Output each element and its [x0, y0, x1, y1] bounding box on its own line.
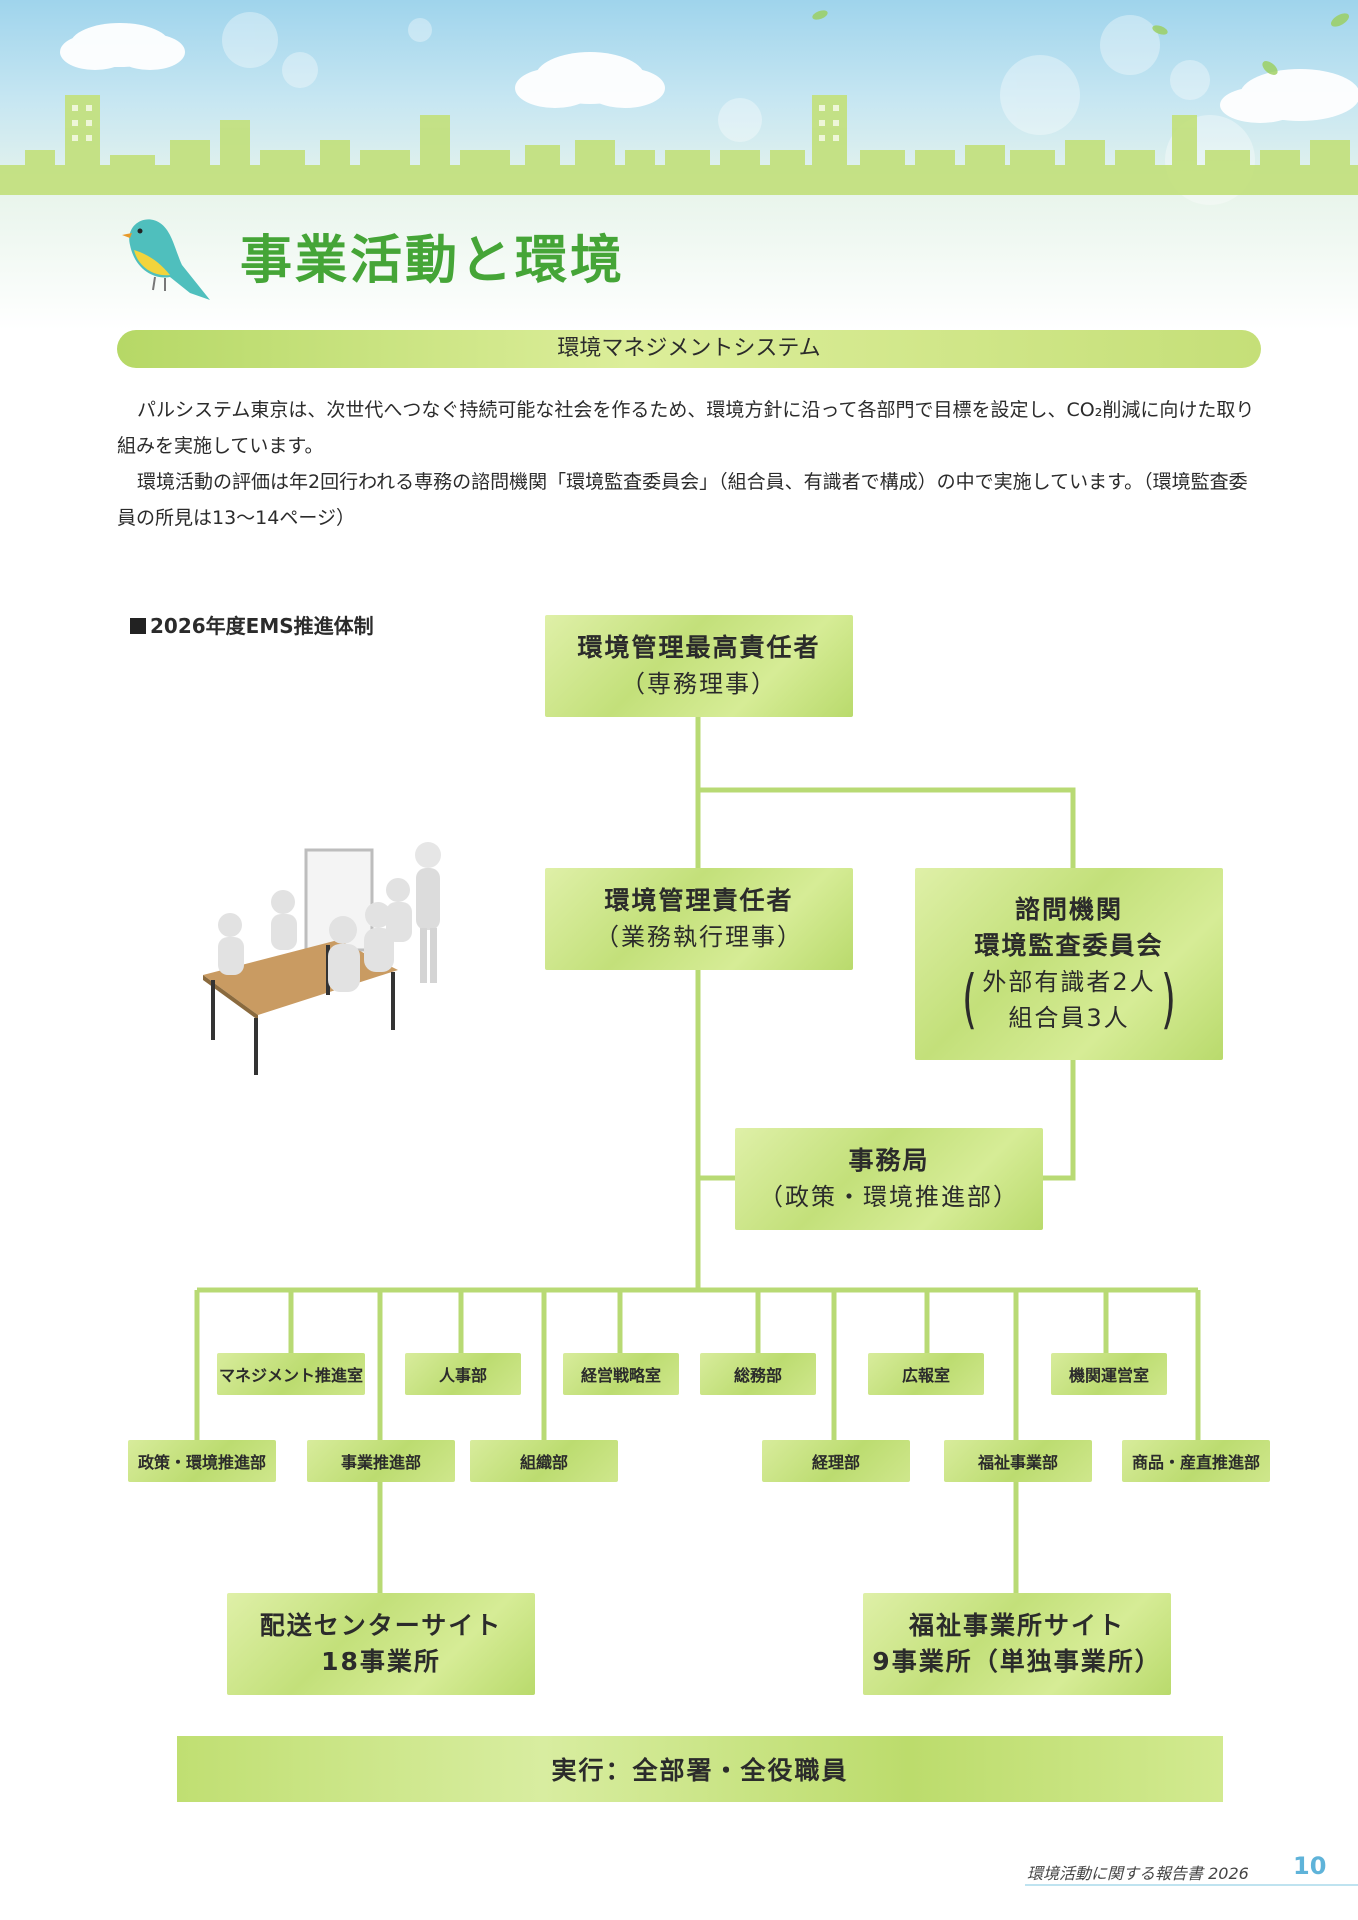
- department-box: 経営戦略室: [563, 1353, 679, 1395]
- department-box: 機関運営室: [1051, 1353, 1167, 1395]
- intro-paragraph-1-text: パルシステム東京は、次世代へつなぐ持続可能な社会を作るため、環境方針に沿って各部…: [117, 399, 1255, 457]
- environmental-manager-box: 環境管理責任者 （業務執行理事）: [545, 868, 853, 970]
- department-box: 組織部: [470, 1440, 618, 1482]
- department-box: 商品・産直推進部: [1122, 1440, 1270, 1482]
- town-skyline-illustration: [0, 10, 1358, 205]
- chief-officer-role: （専務理事）: [621, 670, 777, 698]
- department-box: 人事部: [405, 1353, 521, 1395]
- advisory-committee-box: 諮問機関 環境監査委員会 ( 外部有識者2人 組合員3人 ): [915, 868, 1223, 1060]
- advisory-member-2: 組合員3人: [1008, 1004, 1130, 1032]
- page-title: 事業活動と環境: [240, 230, 626, 291]
- department-box: 福祉事業部: [944, 1440, 1092, 1482]
- meeting-illustration: [188, 830, 458, 1090]
- department-box: マネジメント推進室: [217, 1353, 365, 1395]
- department-box: 総務部: [700, 1353, 816, 1395]
- welfare-site-count: 9事業所（単独事業所）: [872, 1647, 1162, 1676]
- left-paren: (: [962, 963, 978, 1037]
- delivery-center-site-box: 配送センターサイト 18事業所: [227, 1593, 535, 1695]
- footer-divider: [1025, 1884, 1358, 1886]
- chief-officer-title: 環境管理最高責任者: [577, 633, 821, 662]
- square-bullet-icon: [130, 618, 146, 634]
- secretariat-title: 事務局: [848, 1146, 930, 1175]
- intro-paragraph-2-text: 環境活動の評価は年2回行われる専務の諮問機関「環境監査委員会」（組合員、有識者で…: [117, 471, 1248, 529]
- section-heading: 環境マネジメントシステム: [117, 330, 1261, 368]
- ems-chart-label: 2026年度EMS推進体制: [130, 610, 374, 639]
- department-box: 事業推進部: [307, 1440, 455, 1482]
- welfare-site-title: 福祉事業所サイト: [908, 1611, 1125, 1640]
- department-box: 広報室: [868, 1353, 984, 1395]
- header-banner: [0, 0, 1358, 330]
- delivery-site-count: 18事業所: [321, 1647, 441, 1676]
- chief-environmental-officer-box: 環境管理最高責任者 （専務理事）: [545, 615, 853, 717]
- manager-role: （業務執行理事）: [595, 923, 803, 951]
- advisory-title-1: 諮問機関: [1014, 895, 1123, 924]
- department-box: 政策・環境推進部: [128, 1440, 276, 1482]
- manager-title: 環境管理責任者: [604, 886, 794, 915]
- right-paren: ): [1160, 963, 1176, 1037]
- secretariat-role: （政策・環境推進部）: [759, 1183, 1019, 1211]
- department-box: 経理部: [762, 1440, 910, 1482]
- welfare-office-site-box: 福祉事業所サイト 9事業所（単独事業所）: [863, 1593, 1171, 1695]
- footer-report-title: 環境活動に関する報告書 2026: [1027, 1864, 1249, 1883]
- ems-chart-label-text: 2026年度EMS推進体制: [150, 614, 374, 638]
- delivery-site-title: 配送センターサイト: [259, 1611, 503, 1640]
- execution-bar: 実行：全部署・全役職員: [177, 1736, 1223, 1802]
- page-number: 10: [1293, 1852, 1327, 1880]
- advisory-member-1: 外部有識者2人: [982, 968, 1156, 996]
- intro-paragraph-1: パルシステム東京は、次世代へつなぐ持続可能な社会を作るため、環境方針に沿って各部…: [117, 392, 1261, 464]
- advisory-title-2: 環境監査委員会: [974, 931, 1164, 960]
- intro-paragraph-2: 環境活動の評価は年2回行われる専務の諮問機関「環境監査委員会」（組合員、有識者で…: [117, 464, 1261, 536]
- secretariat-box: 事務局 （政策・環境推進部）: [735, 1128, 1043, 1230]
- bird-icon: [122, 219, 210, 300]
